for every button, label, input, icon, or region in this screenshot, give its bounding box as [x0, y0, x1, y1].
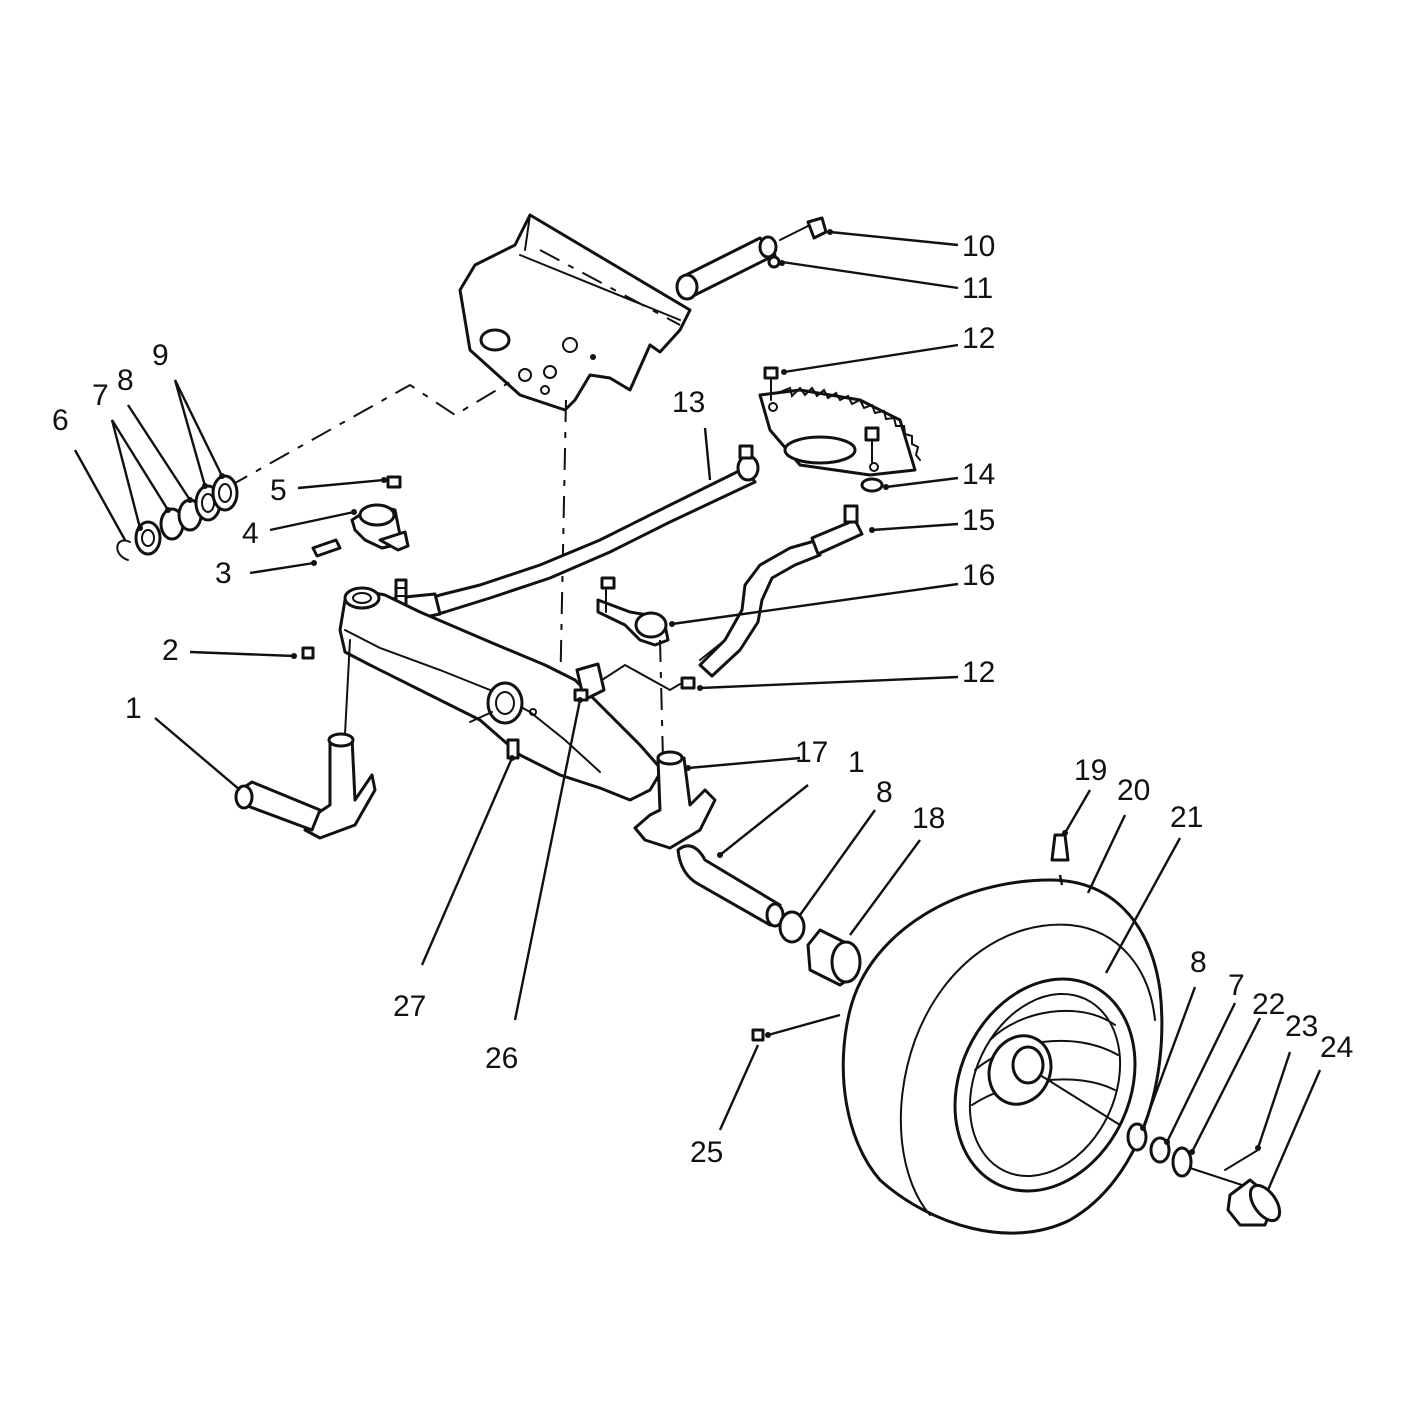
drag-link [393, 444, 760, 624]
sector-gear [758, 366, 921, 493]
washer-center-line [227, 381, 511, 488]
callout-21: 21 [1170, 801, 1203, 834]
callout-19: 19 [1074, 754, 1107, 787]
callout-2: 2 [162, 634, 179, 667]
callout-1-left: 1 [125, 692, 142, 725]
callout-6: 6 [52, 404, 69, 437]
callout-25: 25 [690, 1136, 723, 1169]
leader-lines [73, 230, 1322, 1191]
callout-4: 4 [242, 517, 259, 550]
callout-16: 16 [962, 559, 995, 592]
callout-7-right: 7 [1228, 969, 1245, 1002]
axle-washer [778, 910, 806, 944]
tie-rod [698, 504, 864, 678]
front-axle-beam [301, 586, 664, 802]
callout-14: 14 [962, 458, 995, 491]
callout-11: 11 [962, 272, 993, 305]
callout-22: 22 [1252, 988, 1285, 1021]
pivot-center-line [559, 399, 567, 701]
callout-13: 13 [672, 386, 705, 419]
callout-8-hub: 8 [1190, 946, 1207, 979]
callout-8-spacer: 8 [876, 776, 893, 809]
callout-7-left: 7 [92, 379, 109, 412]
callout-1-right: 1 [848, 746, 865, 779]
callout-15: 15 [962, 504, 995, 537]
callout-12-top: 12 [962, 322, 995, 355]
callout-26: 26 [485, 1042, 518, 1075]
frame-bracket [458, 213, 692, 412]
front-wheel [751, 833, 1164, 1235]
callout-3: 3 [215, 557, 232, 590]
callout-17: 17 [795, 736, 828, 769]
callout-20: 20 [1117, 774, 1150, 807]
callout-24: 24 [1320, 1031, 1353, 1064]
wheel-spacer [806, 928, 862, 987]
callout-27: 27 [393, 990, 426, 1023]
hub-parts-right [1126, 1122, 1282, 1227]
callout-5: 5 [270, 474, 287, 507]
leader-dots [137, 229, 1261, 1155]
pivot-pin [675, 216, 828, 301]
steering-arm-left [350, 475, 410, 612]
callout-8-left: 8 [117, 364, 134, 397]
washer-stack-left [116, 474, 239, 561]
callout-12-bottom: 12 [962, 656, 995, 689]
steering-arm-right [596, 576, 696, 761]
callout-10: 10 [962, 230, 995, 263]
callout-23: 23 [1285, 1010, 1318, 1043]
spindle-left [234, 639, 377, 840]
callout-labels: 1 1 2 3 4 5 6 7 7 8 8 8 9 10 11 12 12 13… [52, 230, 1353, 1169]
callout-18: 18 [912, 802, 945, 835]
callout-9: 9 [152, 339, 169, 372]
spring-pin [311, 538, 342, 558]
spindle-right [633, 750, 785, 928]
